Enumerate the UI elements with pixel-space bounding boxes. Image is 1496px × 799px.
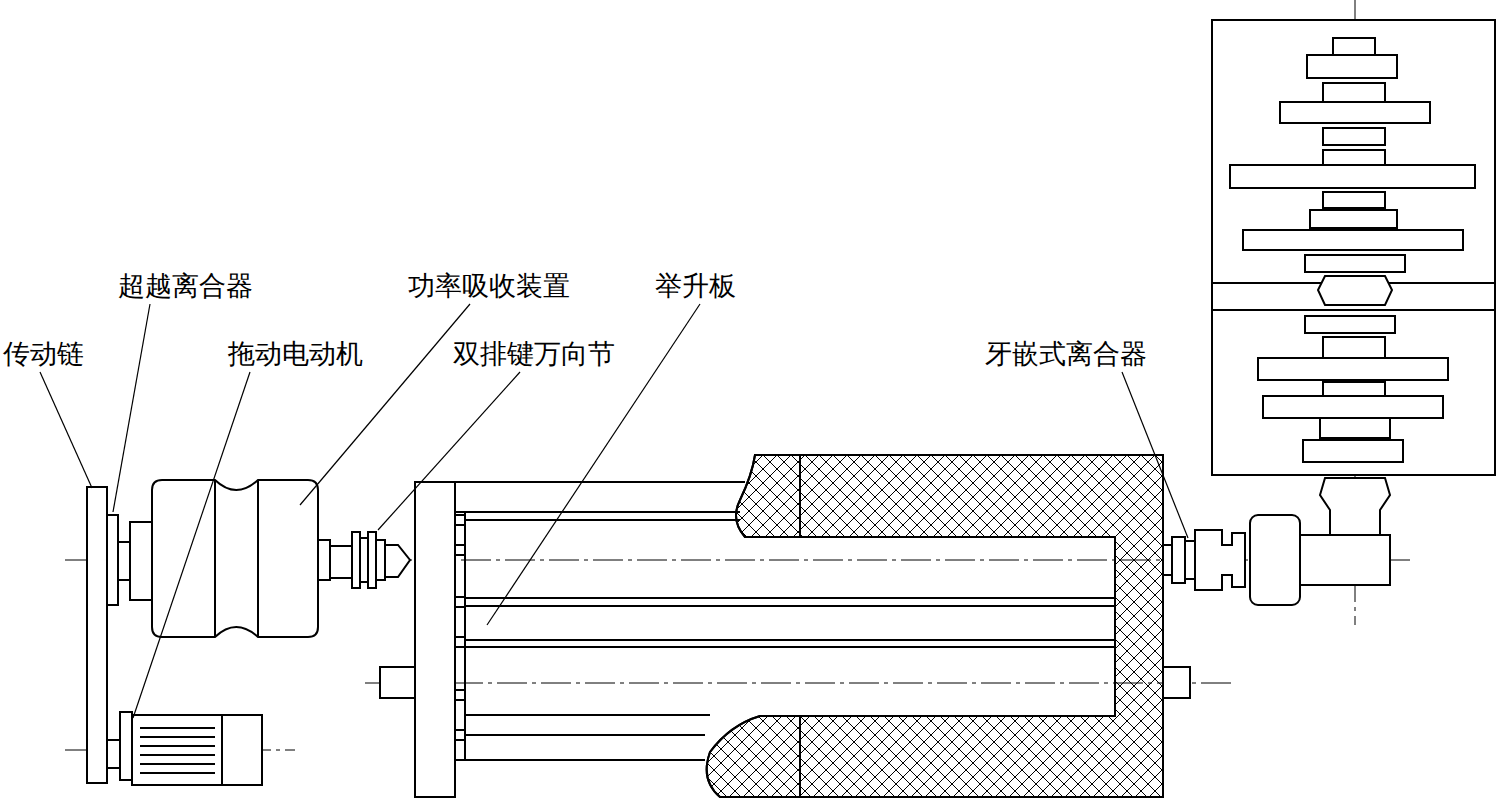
- part-label: 举升板: [655, 272, 736, 299]
- lift-drum: [380, 455, 1190, 797]
- drive-train: [87, 480, 410, 785]
- part-label: 双排键万向节: [453, 340, 615, 367]
- part-label: 拖动电动机: [228, 340, 363, 367]
- center-lines: [65, 0, 1410, 750]
- leader-lines: [40, 304, 1188, 718]
- part-label: 功率吸收装置: [408, 272, 570, 299]
- part-label: 牙嵌式离合器: [985, 340, 1147, 367]
- part-label: 超越离合器: [118, 272, 253, 299]
- gearbox: [1163, 20, 1495, 605]
- part-label: 传动链: [3, 340, 84, 367]
